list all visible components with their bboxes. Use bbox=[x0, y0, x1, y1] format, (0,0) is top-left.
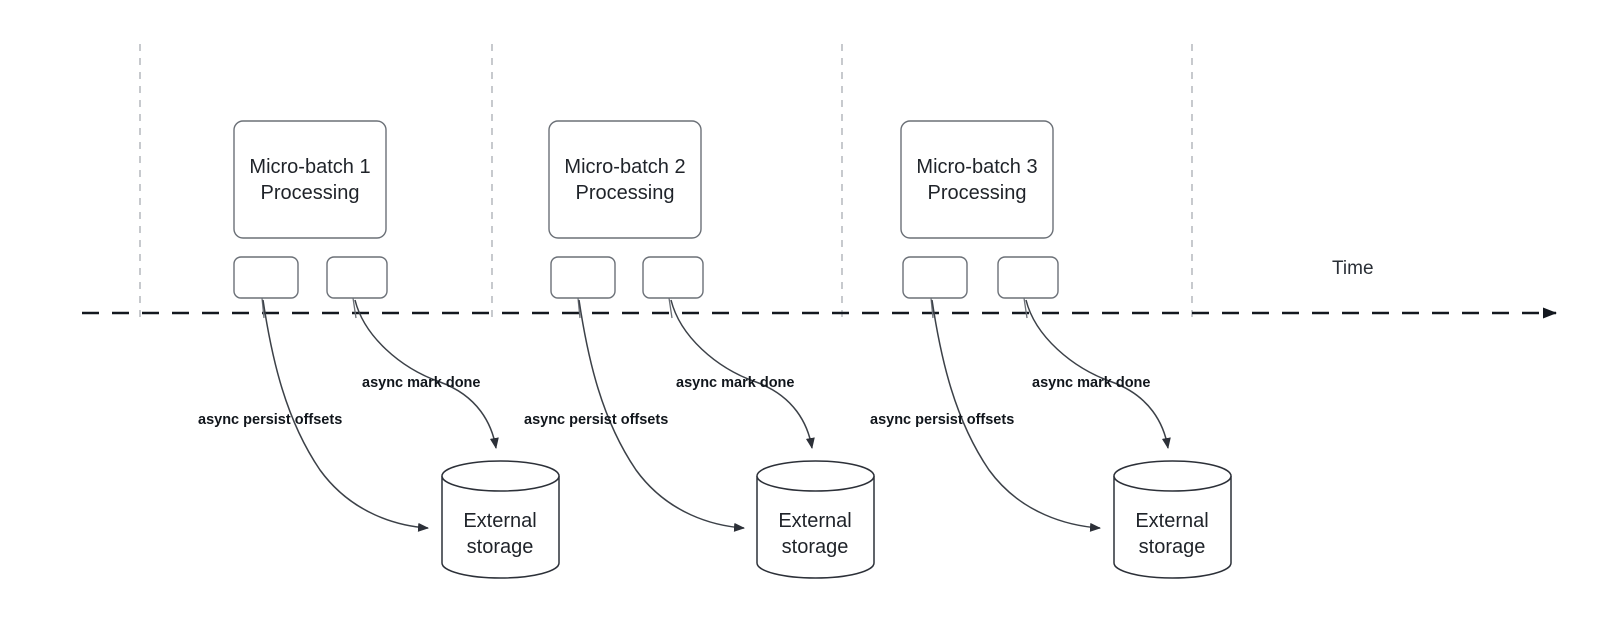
micro-batch-3-box[interactable] bbox=[900, 120, 1054, 239]
micro-batch-1-event-box-b[interactable] bbox=[326, 256, 388, 299]
micro-batch-3-mark-done-arrow bbox=[1025, 299, 1171, 449]
micro-batch-1-box[interactable] bbox=[233, 120, 387, 239]
micro-batch-1-label-line2: Processing bbox=[261, 182, 360, 204]
micro-batch-3-storage-label-line2: storage bbox=[1139, 536, 1206, 558]
micro-batch-2-persist-offsets-arrow bbox=[578, 299, 745, 532]
micro-batch-3-persist-offsets-label: async persist offsets bbox=[870, 412, 1014, 428]
micro-batch-1-event-box-a[interactable] bbox=[233, 256, 299, 299]
micro-batch-2-label-line2: Processing bbox=[576, 182, 675, 204]
micro-batch-1-storage-label-line2: storage bbox=[467, 536, 534, 558]
micro-batch-2-storage-label-line2: storage bbox=[782, 536, 849, 558]
micro-batch-3-label-line1: Micro-batch 3 bbox=[916, 156, 1037, 178]
micro-batch-2-storage-label-line1: External bbox=[778, 510, 851, 532]
micro-batch-1-label-line1: Micro-batch 1 bbox=[249, 156, 370, 178]
micro-batch-1-external-storage[interactable]: External storage bbox=[441, 460, 560, 579]
micro-batch-3-group: Micro-batch 3 Processing async persist o… bbox=[870, 120, 1232, 579]
micro-batch-2-mark-done-label: async mark done bbox=[676, 375, 794, 391]
micro-batch-3-mark-done-label: async mark done bbox=[1032, 375, 1150, 391]
micro-batch-1-group: Micro-batch 1 Processing async persist o… bbox=[198, 120, 560, 579]
micro-batch-2-label-line1: Micro-batch 2 bbox=[564, 156, 685, 178]
time-axis-label: Time bbox=[1332, 258, 1374, 279]
micro-batch-1-persist-offsets-label: async persist offsets bbox=[198, 412, 342, 428]
micro-batch-2-event-box-a[interactable] bbox=[550, 256, 616, 299]
micro-batch-3-event-box-b[interactable] bbox=[997, 256, 1059, 299]
micro-batch-2-stem-b bbox=[668, 297, 673, 319]
micro-batch-3-stem-a bbox=[930, 297, 934, 319]
micro-batch-1-persist-offsets-arrow bbox=[262, 299, 429, 532]
micro-batch-2-box[interactable] bbox=[548, 120, 702, 239]
micro-batch-3-label-line2: Processing bbox=[928, 182, 1027, 204]
micro-batch-2-external-storage[interactable]: External storage bbox=[756, 460, 875, 579]
micro-batch-2-persist-offsets-label: async persist offsets bbox=[524, 412, 668, 428]
micro-batch-1-stem-b bbox=[352, 297, 357, 319]
micro-batch-2-group: Micro-batch 2 Processing async persist o… bbox=[524, 120, 875, 579]
micro-batch-3-event-box-a[interactable] bbox=[902, 256, 968, 299]
micro-batch-1-mark-done-label: async mark done bbox=[362, 375, 480, 391]
micro-batch-3-stem-b bbox=[1023, 297, 1028, 319]
micro-batch-3-storage-label-line1: External bbox=[1135, 510, 1208, 532]
micro-batch-1-mark-done-arrow bbox=[354, 299, 499, 449]
micro-batch-1-storage-label-line1: External bbox=[463, 510, 536, 532]
micro-batch-2-stem-a bbox=[577, 297, 581, 319]
micro-batch-3-persist-offsets-arrow bbox=[931, 299, 1101, 532]
time-boundary-ticks bbox=[139, 44, 1193, 322]
micro-batch-1-stem-a bbox=[261, 297, 265, 319]
micro-batch-3-external-storage[interactable]: External storage bbox=[1113, 460, 1232, 579]
micro-batch-2-event-box-b[interactable] bbox=[642, 256, 704, 299]
micro-batch-2-mark-done-arrow bbox=[670, 299, 815, 449]
